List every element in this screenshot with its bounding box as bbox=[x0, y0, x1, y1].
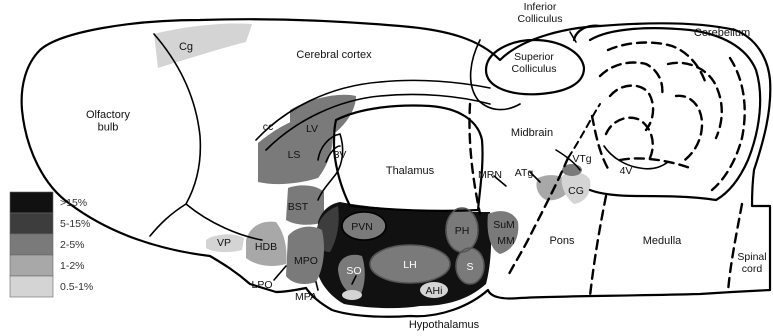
label-3v: 3V bbox=[334, 149, 347, 161]
cerebellum-folia-5 bbox=[668, 63, 722, 138]
pons-medulla-boundary bbox=[590, 196, 606, 296]
olfactory-bulb-boundary bbox=[150, 34, 200, 236]
legend-swatch-3 bbox=[10, 255, 53, 276]
label-olfactory-bulb: Olfactorybulb bbox=[86, 109, 131, 134]
cerebellum-folia-4 bbox=[606, 118, 653, 158]
label-lpo: LPO bbox=[251, 279, 272, 291]
cerebellum-outline bbox=[590, 28, 760, 200]
label-hdb: HDB bbox=[255, 241, 277, 253]
cerebellum-folia-7 bbox=[712, 58, 745, 190]
label-4v: 4V bbox=[620, 165, 633, 177]
legend-swatch-4 bbox=[10, 276, 53, 297]
label-midbrain: Midbrain bbox=[511, 127, 553, 139]
label-medulla: Medulla bbox=[643, 235, 682, 247]
legend-label-4: 0.5-1% bbox=[60, 281, 93, 293]
label-bst: BST bbox=[288, 201, 309, 213]
label-cerebral-cortex: Cerebral cortex bbox=[296, 49, 372, 61]
label-vp: VP bbox=[217, 237, 231, 249]
lpo-leader bbox=[274, 266, 286, 280]
label-cc: cc bbox=[263, 121, 274, 133]
label-spinal-cord: Spinalcord bbox=[737, 251, 766, 275]
region-so-base-shape bbox=[342, 290, 362, 300]
label-ph: PH bbox=[455, 225, 470, 237]
label-sum: SuM bbox=[493, 219, 515, 231]
label-cerebellum: Cerebellum bbox=[694, 27, 750, 39]
label-vtg: VTg bbox=[572, 153, 591, 165]
legend-swatch-2 bbox=[10, 234, 53, 255]
cerebellum-folia-3 bbox=[610, 86, 653, 130]
thalamus-outline bbox=[334, 106, 483, 211]
label-pvn: PVN bbox=[351, 221, 373, 233]
mpa-leader bbox=[316, 282, 318, 290]
label-lv: LV bbox=[306, 123, 318, 135]
label-cg: Cg bbox=[179, 41, 193, 53]
label-cg-central-gray: CG bbox=[568, 185, 584, 197]
legend-label-3: 1-2% bbox=[60, 260, 85, 272]
legend-label-1: 5-15% bbox=[60, 218, 90, 230]
legend-swatch-0 bbox=[10, 192, 53, 213]
label-inferior-colliculus: InferiorColliculus bbox=[518, 1, 563, 25]
legend-label-2: 2-5% bbox=[60, 239, 85, 251]
label-pons: Pons bbox=[549, 235, 575, 247]
cerebellum-folia-9 bbox=[592, 116, 610, 172]
label-s: S bbox=[466, 261, 473, 273]
label-so: SO bbox=[346, 265, 361, 277]
medulla-spinal-boundary bbox=[728, 204, 742, 292]
label-thalamus: Thalamus bbox=[386, 165, 435, 177]
legend-swatch-1 bbox=[10, 213, 53, 234]
cerebellum-folia-1 bbox=[608, 43, 706, 84]
label-ls: LS bbox=[288, 149, 301, 161]
label-hypothalamus: Hypothalamus bbox=[409, 319, 480, 331]
label-mrn: MRN bbox=[478, 169, 502, 181]
cerebellum-folia-2 bbox=[600, 63, 662, 97]
region-lv-shape bbox=[290, 95, 356, 133]
label-mpo: MPO bbox=[294, 255, 318, 267]
cerebellum-folia-6 bbox=[676, 96, 702, 162]
region-cg-shape bbox=[154, 23, 252, 68]
legend: >15% 5-15% 2-5% 1-2% 0.5-1% bbox=[10, 192, 93, 297]
label-mm: MM bbox=[497, 235, 515, 247]
label-lh: LH bbox=[403, 259, 416, 271]
label-atg: ATg bbox=[515, 167, 534, 179]
region-sum-mm-shape bbox=[488, 211, 519, 254]
label-mpa: MPA bbox=[295, 291, 317, 303]
legend-label-0: >15% bbox=[60, 197, 87, 209]
label-superior-colliculus: SuperiorColliculus bbox=[512, 51, 557, 75]
label-ahi: AHi bbox=[426, 285, 443, 297]
